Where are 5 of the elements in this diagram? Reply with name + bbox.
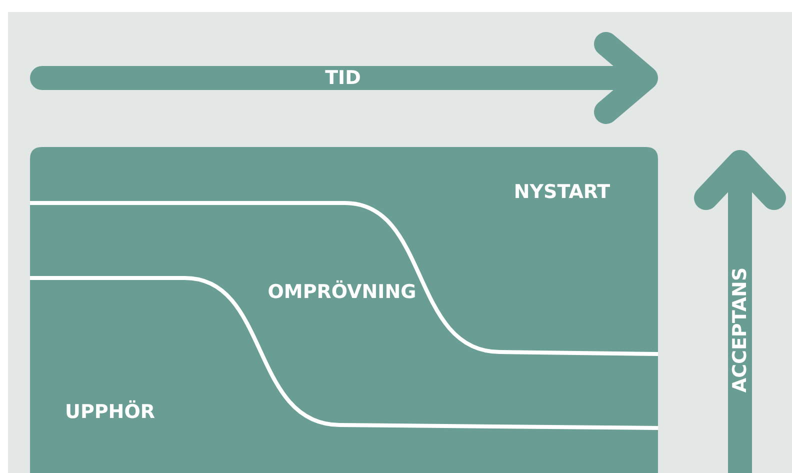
region-label: OMPRÖVNING [268,281,416,303]
region-label: NYSTART [514,181,610,203]
axis-label: TID [325,67,361,89]
region-label: UPPHÖR [65,401,155,423]
axis-label: ACCEPTANS [729,267,751,393]
